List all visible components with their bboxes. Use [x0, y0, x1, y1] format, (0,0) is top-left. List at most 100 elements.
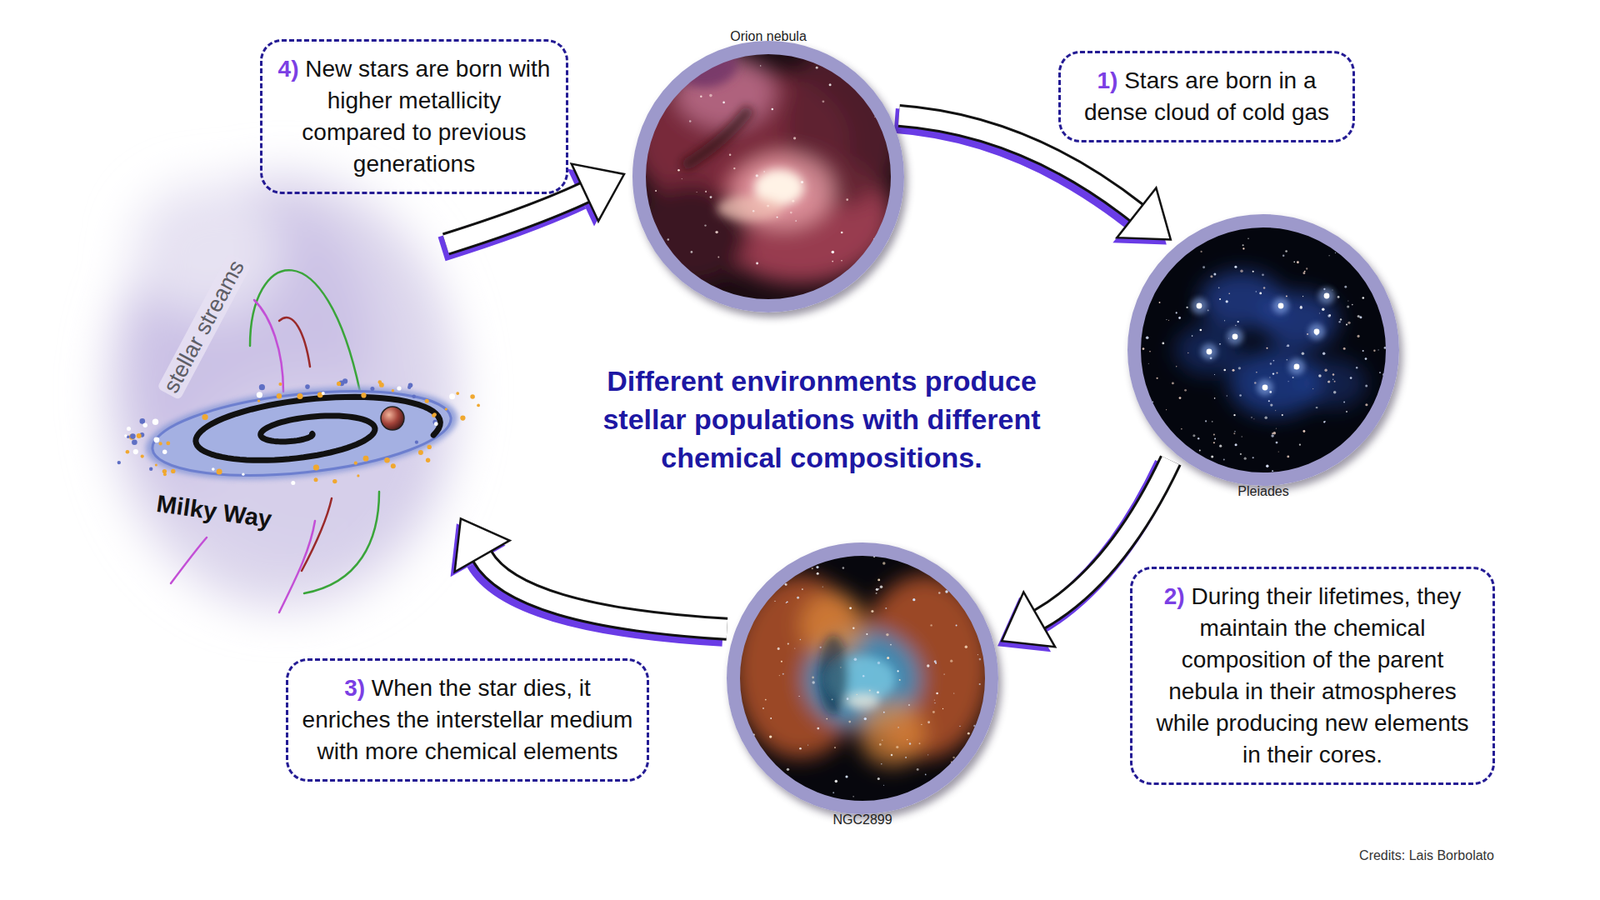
star	[1178, 316, 1181, 320]
star-dot	[418, 450, 424, 455]
star	[1299, 444, 1301, 446]
star	[677, 169, 680, 172]
diagram-title: Different environments produce stellar p…	[588, 361, 1055, 477]
star	[873, 238, 876, 241]
box-text: 2)During their lifetimes, they maintain …	[1144, 580, 1481, 771]
star	[1321, 307, 1325, 310]
star-dot	[259, 384, 265, 390]
filament	[845, 693, 880, 710]
star	[1304, 270, 1306, 273]
star	[899, 679, 901, 681]
star	[1270, 362, 1273, 365]
star	[1265, 465, 1269, 468]
star-dot	[396, 385, 401, 390]
star	[831, 250, 835, 255]
star	[700, 95, 703, 98]
arrow-fill	[482, 555, 728, 629]
star	[875, 588, 879, 591]
stars	[1142, 238, 1387, 475]
star-dot	[332, 479, 337, 484]
star	[1242, 244, 1245, 246]
stars	[752, 555, 981, 798]
star	[784, 583, 786, 585]
star	[1362, 350, 1365, 352]
star	[1159, 301, 1161, 304]
star-dot	[154, 436, 160, 443]
star	[832, 791, 835, 794]
star	[919, 742, 921, 745]
star-dot	[407, 385, 411, 390]
star	[1155, 377, 1158, 380]
planetary-nebula	[733, 575, 992, 767]
cycle-arrow	[997, 460, 1171, 653]
step-text: During their lifetimes, they maintain th…	[1155, 583, 1469, 768]
star	[1239, 394, 1242, 397]
star	[1357, 335, 1360, 338]
star	[1275, 372, 1278, 375]
star	[905, 756, 907, 759]
star-halo	[1318, 287, 1335, 305]
arrow-head	[455, 518, 510, 572]
star	[1255, 371, 1258, 374]
star-dot	[363, 455, 370, 462]
star	[886, 656, 890, 660]
star	[822, 586, 824, 588]
star	[874, 116, 875, 118]
star	[1242, 247, 1245, 250]
star	[763, 170, 765, 172]
star-dot	[449, 393, 455, 400]
star	[1235, 325, 1236, 326]
star	[1187, 352, 1189, 354]
star	[1261, 273, 1265, 276]
star	[705, 190, 707, 193]
star	[934, 660, 937, 663]
star	[1355, 366, 1358, 369]
star	[1302, 430, 1305, 433]
arrow-head	[1001, 591, 1055, 647]
star	[1306, 333, 1309, 335]
star	[870, 610, 874, 613]
star-dot	[211, 467, 215, 471]
spiral-arm	[192, 385, 443, 469]
star	[869, 690, 871, 692]
star	[774, 600, 775, 602]
star-dot	[470, 394, 475, 400]
bright-star	[1294, 364, 1300, 370]
star	[1329, 314, 1331, 316]
star	[1218, 286, 1220, 289]
star	[815, 565, 819, 569]
star	[1233, 414, 1235, 416]
star	[1219, 445, 1222, 448]
star	[1237, 320, 1240, 323]
star-dot	[140, 455, 145, 459]
star	[715, 230, 718, 234]
bright-star	[1314, 329, 1320, 335]
star	[1344, 285, 1347, 289]
star	[1247, 238, 1249, 240]
star-dot	[384, 457, 390, 464]
star-dot	[434, 421, 439, 426]
star	[799, 695, 800, 697]
star	[801, 588, 804, 590]
star	[1234, 430, 1235, 432]
star	[926, 664, 930, 667]
star-halo	[1288, 358, 1305, 375]
star	[953, 692, 955, 694]
stream-line	[301, 498, 332, 571]
star-halo	[1308, 323, 1325, 340]
star	[916, 768, 920, 771]
star-dot	[163, 472, 167, 476]
star	[811, 676, 815, 680]
star	[1199, 450, 1201, 452]
nebula-core	[670, 37, 805, 221]
star	[925, 774, 927, 776]
star	[938, 591, 940, 594]
star	[864, 717, 867, 720]
image-caption: NGC2899	[832, 812, 892, 828]
star	[1365, 357, 1368, 360]
disk	[148, 378, 455, 488]
star	[1168, 320, 1170, 321]
star-dot	[425, 399, 430, 404]
star	[821, 100, 825, 103]
star	[885, 607, 887, 610]
